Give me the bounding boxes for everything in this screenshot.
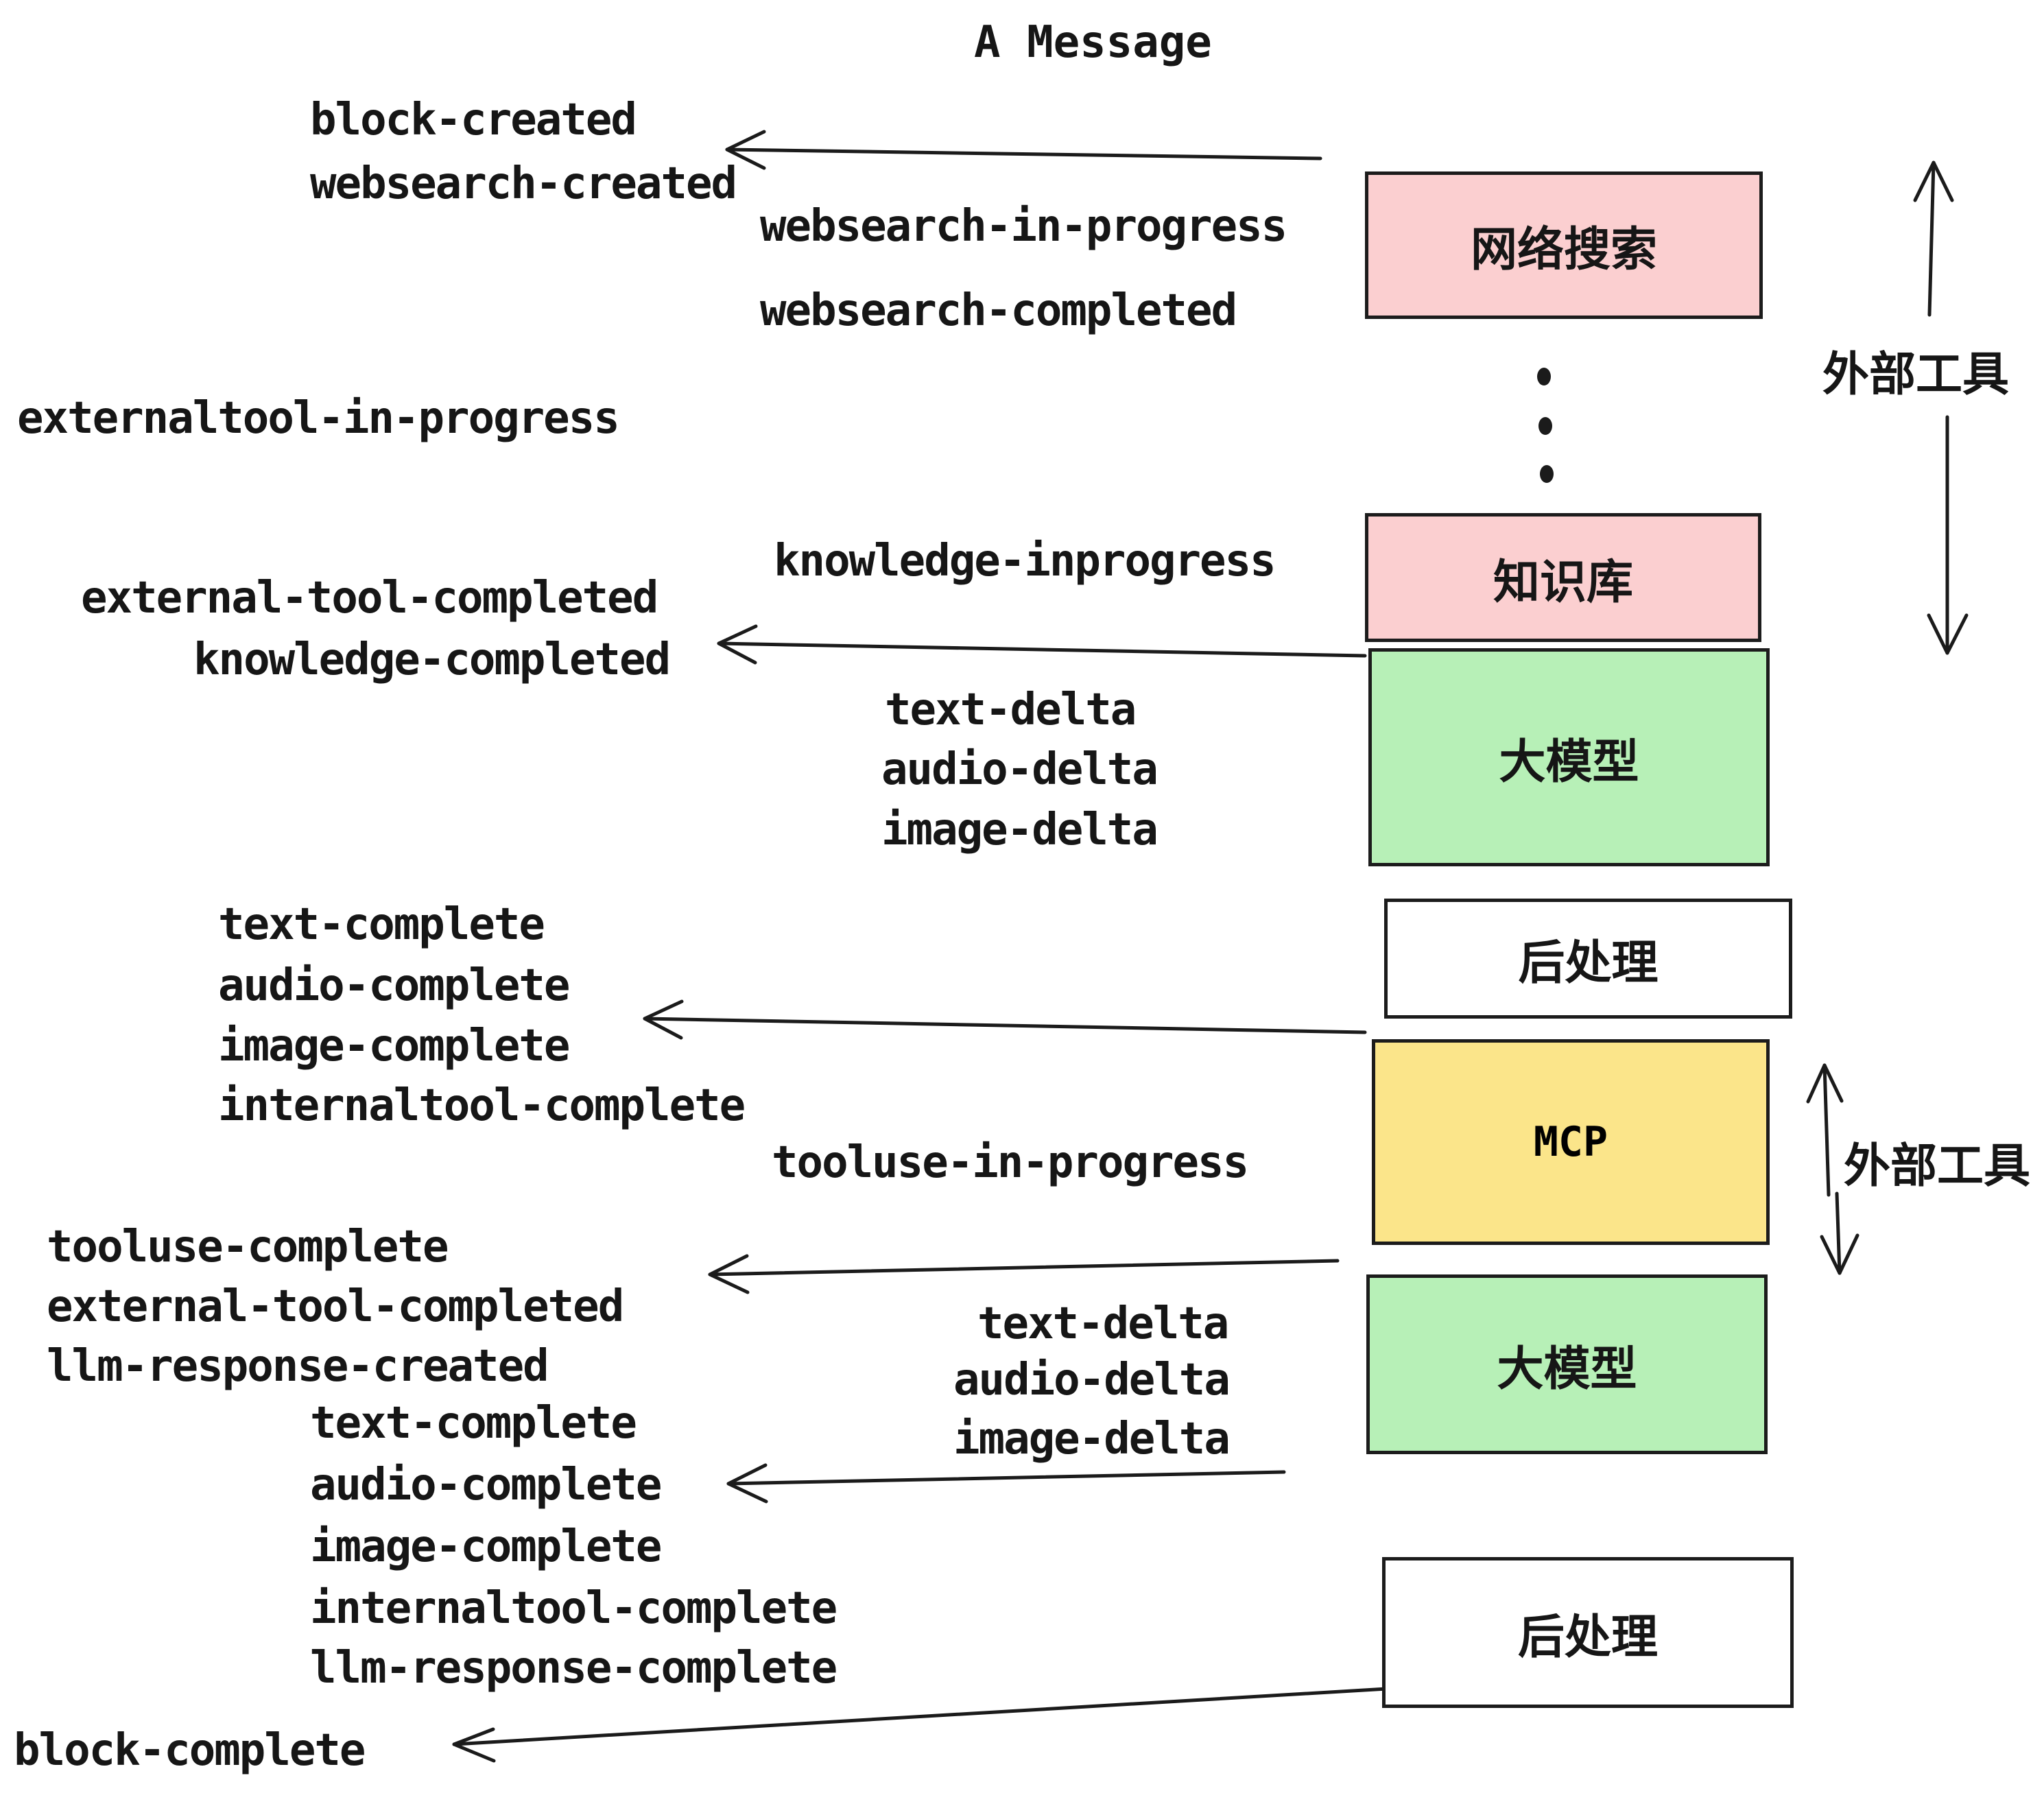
box-postprocess-1: 后处理 bbox=[1384, 899, 1792, 1019]
event-label-tooluse-complete: tooluse-complete bbox=[47, 1222, 449, 1272]
event-label-image-complete-2: image-complete bbox=[310, 1521, 662, 1572]
event-label-image-delta-1: image-delta bbox=[881, 805, 1158, 855]
external-tools-up-arrow-1 bbox=[1913, 161, 1954, 317]
external-tools-annotation-2: 外部工具 bbox=[1844, 1139, 2031, 1194]
event-label-externaltool-in-progress: externaltool-in-progress bbox=[17, 393, 620, 444]
box-knowledge-label: 知识库 bbox=[1493, 555, 1633, 610]
event-label-audio-complete-1: audio-complete bbox=[218, 960, 570, 1011]
box-postprocess-1-label: 后处理 bbox=[1518, 936, 1659, 990]
diagram-title: A Message bbox=[974, 17, 1212, 68]
event-label-audio-delta-1: audio-delta bbox=[881, 744, 1158, 795]
box-mcp-label: MCP bbox=[1533, 1118, 1608, 1166]
arrow-to-tooluse-complete bbox=[708, 1254, 1340, 1294]
arrow-to-audio-complete bbox=[726, 1463, 1286, 1504]
event-label-websearch-created: websearch-created bbox=[310, 158, 737, 209]
external-tools-down-arrow-1 bbox=[1927, 415, 1969, 655]
event-label-knowledge-inprogress: knowledge-inprogress bbox=[774, 536, 1276, 586]
arrow-to-image-complete bbox=[643, 999, 1367, 1040]
box-websearch: 网络搜索 bbox=[1365, 171, 1763, 319]
event-label-tooluse-in-progress: tooluse-in-progress bbox=[772, 1137, 1249, 1188]
event-label-text-complete-1: text-complete bbox=[218, 899, 545, 950]
event-label-text-delta-2: text-delta bbox=[977, 1298, 1229, 1349]
external-tools-annotation-1: 外部工具 bbox=[1822, 348, 2010, 402]
event-label-internaltool-complete-2: internaltool-complete bbox=[310, 1583, 837, 1634]
box-postprocess-2-label: 后处理 bbox=[1517, 1610, 1658, 1665]
event-label-knowledge-completed: knowledge-completed bbox=[193, 634, 671, 685]
external-tools-down-arrow-2 bbox=[1820, 1191, 1859, 1275]
event-label-image-complete-1: image-complete bbox=[218, 1021, 570, 1071]
box-postprocess-2: 后处理 bbox=[1382, 1557, 1794, 1708]
event-label-llm-response-complete: llm-response-complete bbox=[310, 1643, 837, 1694]
arrow-to-websearch-created bbox=[725, 130, 1322, 170]
ellipsis-dots bbox=[1537, 368, 1554, 483]
arrow-to-knowledge-completed bbox=[717, 624, 1367, 665]
event-label-external-tool-completed-2: external-tool-completed bbox=[47, 1281, 624, 1332]
event-label-audio-delta-2: audio-delta bbox=[953, 1355, 1231, 1405]
box-llm-1-label: 大模型 bbox=[1499, 735, 1639, 790]
box-websearch-label: 网络搜索 bbox=[1470, 223, 1657, 277]
arrow-to-block-complete bbox=[452, 1687, 1389, 1763]
event-label-external-tool-completed: external-tool-completed bbox=[81, 573, 658, 624]
box-llm-2-label: 大模型 bbox=[1497, 1342, 1637, 1397]
box-llm-1: 大模型 bbox=[1368, 648, 1770, 866]
event-label-block-complete: block-complete bbox=[14, 1725, 366, 1776]
box-llm-2: 大模型 bbox=[1366, 1274, 1768, 1454]
event-label-block-created: block-created bbox=[310, 95, 637, 145]
event-label-text-complete-2: text-complete bbox=[310, 1398, 637, 1449]
event-label-audio-complete-2: audio-complete bbox=[310, 1460, 662, 1510]
external-tools-up-arrow-2 bbox=[1806, 1063, 1844, 1197]
box-mcp: MCP bbox=[1372, 1039, 1770, 1245]
event-label-text-delta-1: text-delta bbox=[885, 685, 1137, 735]
box-knowledge: 知识库 bbox=[1365, 513, 1761, 642]
event-label-llm-response-created: llm-response-created bbox=[47, 1341, 549, 1392]
event-label-internaltool-complete-1: internaltool-complete bbox=[218, 1080, 746, 1131]
event-label-websearch-in-progress: websearch-in-progress bbox=[760, 201, 1287, 252]
event-label-image-delta-2: image-delta bbox=[953, 1414, 1231, 1464]
event-label-websearch-completed: websearch-completed bbox=[760, 285, 1237, 336]
